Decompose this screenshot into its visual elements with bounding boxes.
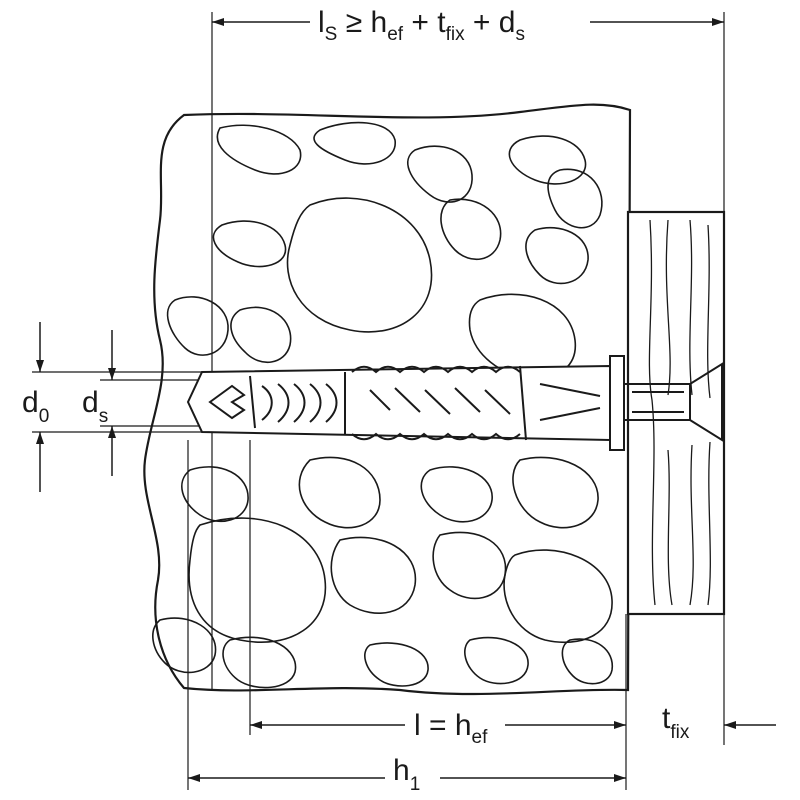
dimension-lines (36, 18, 776, 782)
label-top-formula: lS ≥ hef + tfix + ds (318, 6, 525, 45)
label-tfix: tfix (662, 702, 690, 743)
extension-lines (32, 12, 725, 790)
wall-plug (186, 355, 625, 451)
label-ds: ds (82, 386, 108, 427)
label-h1: h1 (393, 754, 420, 795)
screw (624, 362, 723, 442)
label-l-hef: l = hef (414, 709, 488, 748)
label-d0: d0 (22, 386, 49, 427)
concrete-block (143, 103, 632, 696)
